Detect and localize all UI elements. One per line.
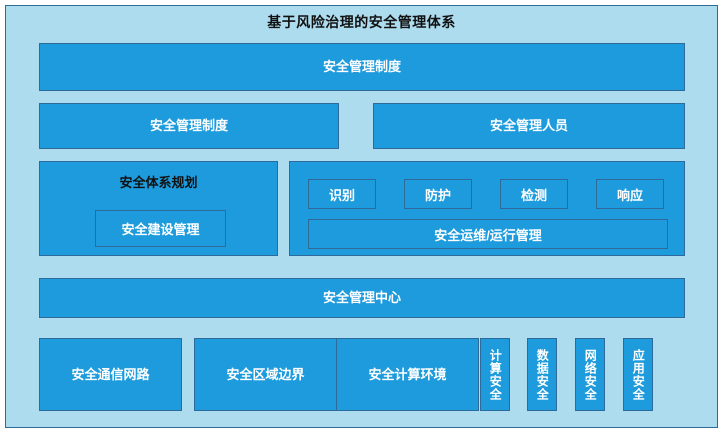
box-pdrr-identify[interactable]: 识别 — [308, 179, 376, 209]
box-secure-area-boundary[interactable]: 安全区域边界 — [194, 338, 337, 411]
panel-security-operations[interactable]: 识别 防护 检测 响应 安全运维/运行管理 — [289, 161, 685, 256]
box-pdrr-respond[interactable]: 响应 — [596, 179, 664, 209]
box-network-security[interactable]: 网络安全 — [575, 338, 605, 411]
box-pdrr-detect[interactable]: 检测 — [500, 179, 568, 209]
box-security-management-policy[interactable]: 安全管理制度 — [39, 103, 339, 149]
diagram-title: 基于风险治理的安全管理体系 — [267, 14, 456, 30]
box-security-management-center[interactable]: 安全管理中心 — [39, 278, 685, 318]
diagram-frame: 基于风险治理的安全管理体系 安全管理制度 安全管理制度 安全管理人员 安全体系规… — [5, 5, 718, 428]
box-application-security[interactable]: 应用安全 — [623, 338, 653, 411]
box-computing-security[interactable]: 计算安全 — [480, 338, 510, 411]
panel-security-system-planning-heading: 安全体系规划 — [119, 175, 198, 190]
box-data-security[interactable]: 数据安全 — [527, 338, 557, 411]
panel-security-system-planning[interactable]: 安全体系规划 安全建设管理 — [39, 161, 278, 256]
box-security-management-personnel[interactable]: 安全管理人员 — [373, 103, 685, 149]
box-security-construction-management[interactable]: 安全建设管理 — [95, 210, 226, 247]
box-pdrr-protect[interactable]: 防护 — [404, 179, 472, 209]
box-security-operations-maintenance[interactable]: 安全运维/运行管理 — [308, 219, 668, 249]
box-security-management-policy-top[interactable]: 安全管理制度 — [39, 43, 685, 91]
box-secure-communication-network[interactable]: 安全通信网路 — [39, 338, 182, 411]
box-secure-computing-environment[interactable]: 安全计算环境 — [336, 338, 479, 411]
